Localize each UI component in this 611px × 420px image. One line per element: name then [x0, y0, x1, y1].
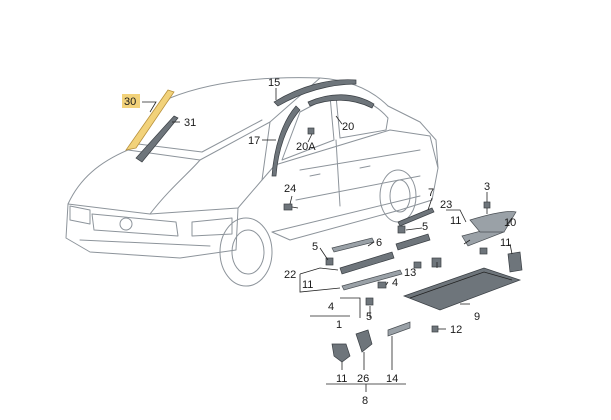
clip-11-right [479, 247, 488, 255]
door-strip-6 [331, 237, 375, 253]
callout-4-left: 4 [328, 301, 334, 313]
end-cap-11 [507, 251, 523, 273]
clip-20a [307, 127, 315, 135]
window-trim-20 [307, 94, 375, 109]
lower-strip-14 [387, 321, 411, 337]
rear-wheel [379, 169, 417, 223]
screw-12 [431, 325, 446, 333]
trim-parts [125, 79, 523, 363]
sill-strip-22b [341, 269, 403, 291]
callout-23: 23 [440, 199, 452, 211]
screw-3 [483, 201, 491, 214]
clip-26 [355, 329, 373, 353]
callout-1: 1 [336, 319, 342, 331]
callout-11-top: 11 [450, 215, 461, 227]
clip-5b [397, 225, 406, 234]
windshield-seal-31 [135, 115, 179, 163]
front-wheel [219, 217, 273, 287]
clip-5c [365, 297, 374, 306]
callout-26: 26 [357, 373, 369, 385]
door-strip-6b [395, 233, 431, 251]
car-hood [67, 121, 271, 215]
sill-panel-9 [402, 267, 522, 311]
callout-15: 15 [268, 77, 280, 89]
a-pillar-trim-30 [125, 89, 175, 151]
clip-13 [431, 257, 442, 268]
callout-20: 20 [342, 121, 354, 133]
callout-9: 9 [474, 311, 480, 323]
callout-11-bottom: 11 [336, 373, 347, 385]
callout-30-highlight [122, 94, 140, 108]
callout-13: 13 [404, 267, 416, 279]
clip-5a [325, 257, 334, 266]
callout-5-left: 5 [312, 241, 318, 253]
leader-lines [142, 88, 513, 392]
car-front-grille [65, 203, 239, 259]
screw-24 [283, 203, 299, 211]
car-roof [169, 77, 389, 107]
callout-20a: 20A [296, 141, 316, 153]
door-frame-trim-17 [271, 105, 301, 177]
sill-strip-7 [397, 207, 435, 227]
callout-14: 14 [386, 373, 398, 385]
roof-strip-15 [273, 79, 357, 107]
callout-17: 17 [248, 135, 260, 147]
callout-6: 6 [376, 237, 382, 249]
callout-22: 22 [284, 269, 296, 281]
callout-10: 10 [504, 217, 516, 229]
sill-strip-22 [339, 251, 395, 275]
callout-4-right: 4 [392, 277, 398, 289]
callout-7: 7 [428, 187, 434, 199]
callout-5-lower: 5 [366, 311, 372, 323]
callout-8: 8 [362, 395, 368, 407]
clip-11-mid [413, 261, 422, 269]
callout-11-left: 11 [302, 279, 313, 291]
callout-3: 3 [484, 181, 490, 193]
callout-31: 31 [184, 117, 196, 129]
callout-24: 24 [284, 183, 296, 195]
rear-bracket-10 [469, 211, 517, 233]
callout-12: 12 [450, 324, 462, 336]
car-body-illustration [65, 77, 439, 287]
callout-labels: 30 31 15 17 20 20A 24 7 3 23 11 10 5 6 5… [122, 77, 516, 407]
car-badge [119, 217, 133, 231]
callout-30: 30 [124, 96, 136, 108]
callout-5-upper: 5 [422, 221, 428, 233]
callout-11-right: 11 [500, 237, 511, 249]
clip-4 [377, 281, 387, 289]
clip-11-bottom [331, 343, 351, 363]
